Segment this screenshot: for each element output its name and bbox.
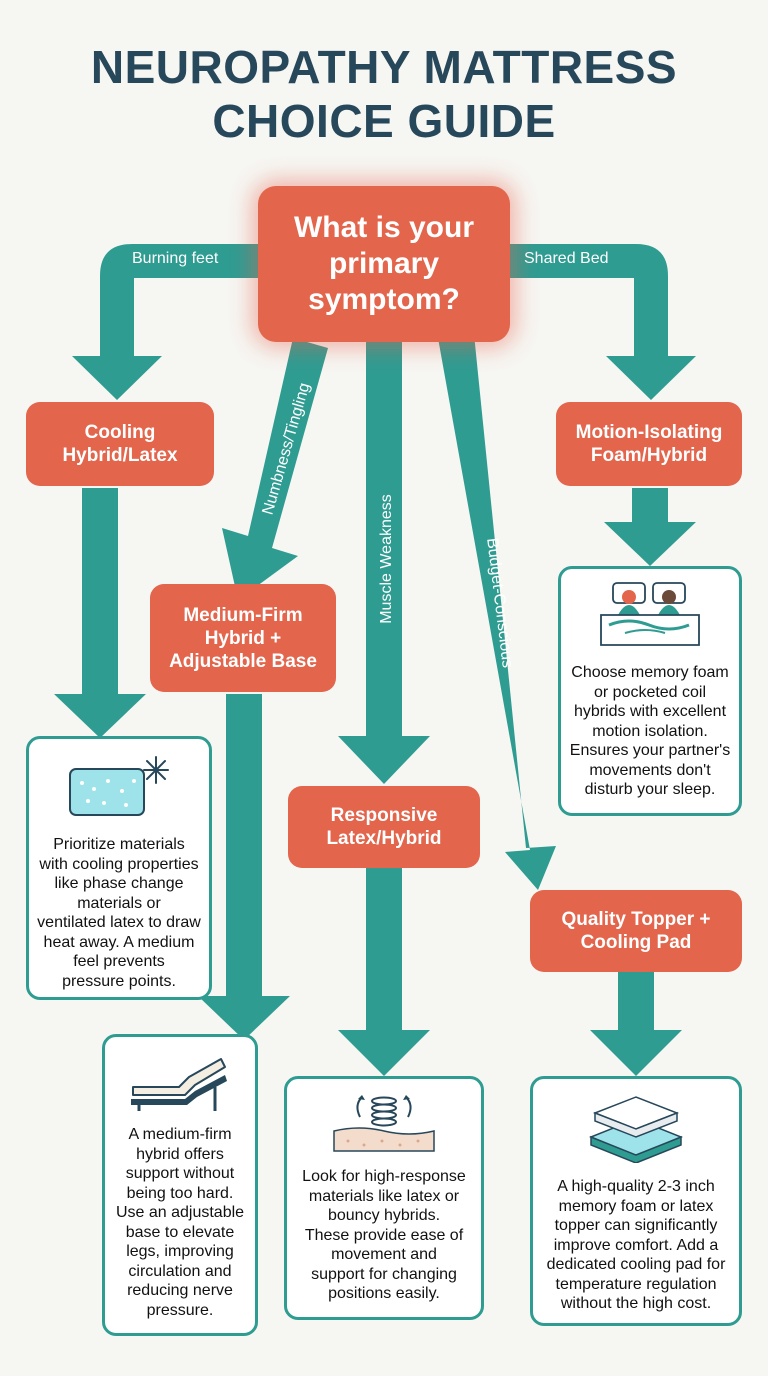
root-line-2: primary — [328, 247, 440, 280]
node-motion-line-2: Foam/Hybrid — [590, 445, 708, 466]
card-motion-line-7: disturb your sleep. — [584, 781, 716, 798]
page-title: NEUROPATHY MATTRESS CHOICE GUIDE — [0, 40, 768, 148]
card-cooling-line-3: like phase change — [54, 875, 184, 892]
card-responsive-line-5: movement and — [331, 1246, 437, 1263]
arrow-budget — [438, 334, 556, 890]
node-mediumfirm-line-1: Medium-Firm — [183, 604, 303, 626]
card-motion-line-4: motion isolation. — [592, 722, 708, 740]
card-motion-line-1: Choose memory foam — [571, 664, 729, 681]
card-topper-line-7: without the high cost. — [560, 1295, 712, 1312]
arrow-cooling-to-card — [54, 488, 146, 738]
card-responsive-line-2: materials like latex or — [308, 1187, 460, 1205]
card-cooling-line-4: materials or — [77, 894, 161, 912]
card-responsive-line-1: Look for high-response — [302, 1168, 466, 1185]
card-mediumfirm-line-6: base to elevate — [125, 1223, 235, 1241]
arrow-muscle-weakness — [338, 340, 430, 784]
card-responsive-line-4: These provide ease of — [304, 1226, 464, 1244]
spring-foam-icon — [333, 1095, 435, 1152]
branch-label-shared-bed: Shared Bed — [524, 250, 609, 267]
mattress-topper-layers-icon — [588, 1096, 684, 1163]
card-mediumfirm-line-5: Use an adjustable — [115, 1204, 245, 1221]
root-question-node: What is your primary symptom? — [258, 186, 510, 342]
branch-label-burning-feet: Burning feet — [132, 250, 219, 267]
card-motion-line-3: hybrids with excellent — [573, 703, 727, 720]
card-mediumfirm-line-2: hybrid offers — [136, 1145, 224, 1163]
branch-label-muscle-weakness: Muscle Weakness — [378, 494, 395, 624]
card-cooling-line-6: heat away. A medium — [43, 933, 195, 951]
card-motion-line-5: Ensures your partner's — [569, 742, 731, 759]
adjustable-bed-icon — [131, 1058, 227, 1111]
card-topper-line-2: memory foam or latex — [558, 1197, 714, 1215]
arrow-responsive-to-card — [338, 868, 430, 1076]
root-line-3: symptom? — [308, 283, 460, 316]
node-cooling-line-2: Hybrid/Latex — [62, 445, 178, 466]
card-quality-topper: A high-quality 2-3 inch memory foam or l… — [530, 1076, 742, 1326]
card-topper-line-6: temperature regulation — [555, 1275, 717, 1293]
node-responsive-latex-hybrid: Responsive Latex/Hybrid — [288, 786, 480, 868]
card-responsive: Look for high-response materials like la… — [284, 1076, 484, 1320]
node-responsive-line-2: Latex/Hybrid — [326, 828, 442, 849]
card-cooling-line-2: with cooling properties — [39, 855, 199, 873]
node-motion-line-1: Motion-Isolating — [575, 422, 723, 443]
node-quality-topper: Quality Topper + Cooling Pad — [530, 890, 742, 972]
arrow-burning-feet — [72, 244, 270, 400]
cooling-pillow-snowflake-icon — [69, 756, 169, 816]
card-topper-line-5: dedicated cooling pad for — [546, 1256, 726, 1273]
arrow-mediumfirm-to-card — [198, 694, 290, 1040]
card-medium-firm: A medium-firm hybrid offers support with… — [102, 1034, 258, 1336]
card-mediumfirm-line-8: circulation and — [128, 1262, 232, 1280]
card-mediumfirm-line-4: being too hard. — [126, 1184, 234, 1202]
node-cooling-hybrid-latex: Cooling Hybrid/Latex — [26, 402, 214, 486]
card-cooling-line-8: pressure points. — [62, 972, 176, 990]
card-motion-line-2: or pocketed coil — [593, 683, 707, 701]
card-cooling: Prioritize materials with cooling proper… — [26, 736, 212, 1000]
card-mediumfirm-line-7: legs, improving — [126, 1243, 234, 1260]
root-line-1: What is your — [293, 211, 474, 244]
node-cooling-line-1: Cooling — [84, 422, 156, 443]
card-mediumfirm-line-10: pressure. — [146, 1301, 214, 1319]
card-mediumfirm-line-1: A medium-firm — [128, 1126, 232, 1143]
node-mediumfirm-line-2: Hybrid + — [204, 627, 282, 649]
node-medium-firm-hybrid: Medium-Firm Hybrid + Adjustable Base — [150, 584, 336, 692]
card-responsive-line-3: bouncy hybrids. — [327, 1207, 441, 1224]
page-title-line-2: CHOICE GUIDE — [212, 95, 556, 147]
arrow-numbness — [222, 338, 328, 600]
card-responsive-line-6: support for changing — [311, 1265, 457, 1283]
card-motion-line-6: movements don't — [589, 761, 711, 779]
node-responsive-line-1: Responsive — [330, 805, 438, 826]
arrow-motion-to-card — [604, 488, 696, 566]
node-topper-line-2: Cooling Pad — [580, 932, 692, 953]
node-motion-isolating: Motion-Isolating Foam/Hybrid — [556, 402, 742, 486]
card-cooling-line-7: feel prevents — [73, 953, 165, 970]
card-topper-line-4: improve comfort. Add a — [553, 1236, 719, 1254]
arrow-topper-to-card — [590, 972, 682, 1076]
card-topper-line-1: A high-quality 2-3 inch — [557, 1178, 715, 1195]
card-topper-line-3: topper can significantly — [554, 1217, 718, 1234]
card-mediumfirm-line-9: reducing nerve — [127, 1282, 233, 1299]
arrow-shared-bed — [500, 244, 696, 400]
node-topper-line-1: Quality Topper + — [561, 909, 711, 930]
node-mediumfirm-line-3: Adjustable Base — [169, 650, 317, 672]
card-mediumfirm-line-3: support without — [125, 1165, 235, 1182]
page-title-line-1: NEUROPATHY MATTRESS — [90, 41, 678, 93]
card-cooling-line-5: ventilated latex to draw — [37, 914, 201, 931]
card-responsive-line-7: positions easily. — [328, 1285, 440, 1302]
card-motion-isolating: Choose memory foam or pocketed coil hybr… — [558, 566, 742, 816]
couple-in-bed-icon — [600, 582, 700, 646]
card-cooling-line-1: Prioritize materials — [53, 836, 185, 853]
